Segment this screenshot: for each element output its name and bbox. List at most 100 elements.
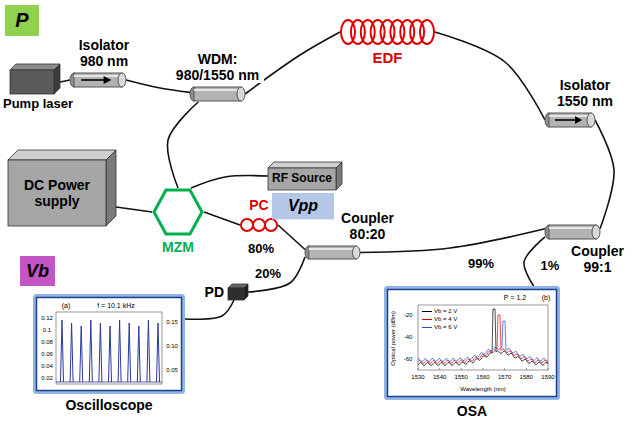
oscilloscope-screen-art — [147, 320, 150, 382]
axis-tick: 1560 — [476, 374, 489, 381]
axis-tick: 1590 — [541, 374, 554, 381]
bias-tag: Vb — [20, 256, 55, 286]
oscilloscope-screen-art — [89, 320, 92, 382]
modulator-shape — [152, 188, 204, 236]
fiber-link — [116, 207, 152, 212]
legend-line-sample — [422, 327, 432, 328]
axis-title: Optical power (dBm) — [390, 311, 397, 366]
axis-title: Wavelength (nm) — [460, 386, 505, 393]
wdm-coupler-art — [194, 87, 241, 101]
component-label: EDF — [373, 49, 403, 66]
component-label: Coupler 80:20 — [338, 210, 398, 242]
isolator-shape — [70, 72, 126, 88]
split-ratio: 99% — [468, 257, 494, 271]
isolator-art — [587, 113, 595, 127]
axis-tick: 0.02 — [41, 375, 53, 382]
split-ratio: 80% — [248, 242, 274, 256]
edf-coil-art — [420, 20, 434, 44]
coupler: Coupler 80:20 — [305, 245, 360, 260]
pump-laser-art — [54, 64, 60, 94]
isolator: Isolator 1550 nm — [545, 112, 595, 128]
osa-screen-art — [548, 368, 549, 370]
osa-screen-art — [504, 368, 505, 370]
coupler-art — [309, 248, 357, 250]
oscilloscope-screen-art — [56, 312, 162, 384]
fiber-link — [191, 176, 268, 188]
split-ratio: 20% — [255, 267, 281, 281]
component-label: Pump laser — [3, 97, 73, 112]
axis-tick: 0.08 — [41, 339, 53, 346]
osa-screen-art — [418, 315, 548, 364]
component-label: Isolator 980 nm — [72, 37, 136, 69]
component-label: Isolator 1550 nm — [553, 77, 617, 109]
pump-laser-shape — [10, 64, 60, 94]
pump-laser: Pump laser — [10, 64, 60, 94]
output-coupler: Coupler 99:1 — [545, 224, 600, 240]
axis-tick: -20 — [404, 312, 413, 319]
rf-source-art — [336, 162, 342, 190]
dc-power-supply: DC Power supply — [8, 150, 116, 226]
oscilloscope-screen-art — [56, 312, 162, 384]
isolator-art — [555, 119, 576, 121]
wdm-coupler-art — [194, 89, 241, 91]
oscilloscope-screen-art — [80, 326, 83, 382]
modulator: MZM — [152, 188, 204, 236]
oscilloscope-screen-art — [99, 323, 102, 382]
edf-coil-shape — [340, 18, 435, 46]
osa-screen-art — [483, 368, 484, 370]
isolator-art — [81, 79, 105, 81]
polarization-controller-art — [253, 219, 265, 231]
axis-tick: -40 — [404, 334, 413, 341]
oscilloscope-screen-art — [70, 323, 73, 382]
component-label: OSA — [457, 403, 487, 419]
axis-tick: 0.05 — [166, 367, 178, 374]
fiber-link — [278, 225, 305, 250]
oscilloscope-screen-art — [118, 320, 121, 382]
amplitude-tag-art — [272, 193, 334, 219]
photodetector-shape — [228, 284, 248, 300]
isolator-art — [74, 75, 122, 77]
fiber-link — [185, 300, 234, 319]
polarization-controller-art — [265, 219, 277, 231]
output-coupler-art — [549, 227, 596, 229]
photodetector-art — [228, 288, 244, 300]
bias-tag-art — [20, 256, 55, 286]
axis-tick: 0.10 — [166, 343, 178, 350]
dc-power-supply-art — [8, 160, 106, 226]
coupler-art — [353, 246, 361, 259]
isolator-art — [104, 76, 112, 84]
component-label: DC Power supply — [12, 177, 102, 209]
isolator: Isolator 980 nm — [70, 72, 126, 88]
component-label: Vpp — [288, 197, 318, 215]
osa-screen-art — [418, 368, 419, 370]
legend-line-sample — [422, 317, 432, 322]
isolator-art — [549, 115, 591, 117]
fiber-link — [248, 257, 305, 292]
legend-text: Vb = 4 V — [434, 316, 457, 323]
osa-screen-art — [418, 305, 548, 370]
dc-power-supply-art — [106, 150, 116, 226]
pump-laser-art — [10, 70, 54, 94]
amplitude-tag: Vpp — [272, 193, 334, 219]
control-tag-art — [5, 5, 39, 36]
isolator-art — [74, 73, 122, 87]
axis-tick: 0.15 — [166, 319, 178, 326]
oscilloscope-screen-art — [109, 326, 112, 382]
isolator-art — [575, 116, 582, 124]
axis-tick: -60 — [404, 356, 413, 363]
wdm-coupler-art — [237, 87, 245, 101]
axis-tick: 0.1 — [43, 327, 51, 334]
coupler-art — [309, 246, 357, 259]
component-label: PD — [205, 284, 224, 300]
split-ratio: 1% — [541, 259, 560, 273]
osa-screen-art — [461, 368, 462, 370]
osa-screen-shape — [384, 286, 560, 400]
oscilloscope-screen-art — [35, 296, 184, 393]
axis-tick: 1580 — [520, 374, 533, 381]
legend-line-sample — [422, 311, 432, 312]
component-label: Coupler 99:1 — [568, 243, 628, 275]
polarization-controller-art — [241, 219, 253, 231]
coupler-shape — [305, 245, 360, 260]
oscilloscope-screen-art — [61, 320, 64, 382]
